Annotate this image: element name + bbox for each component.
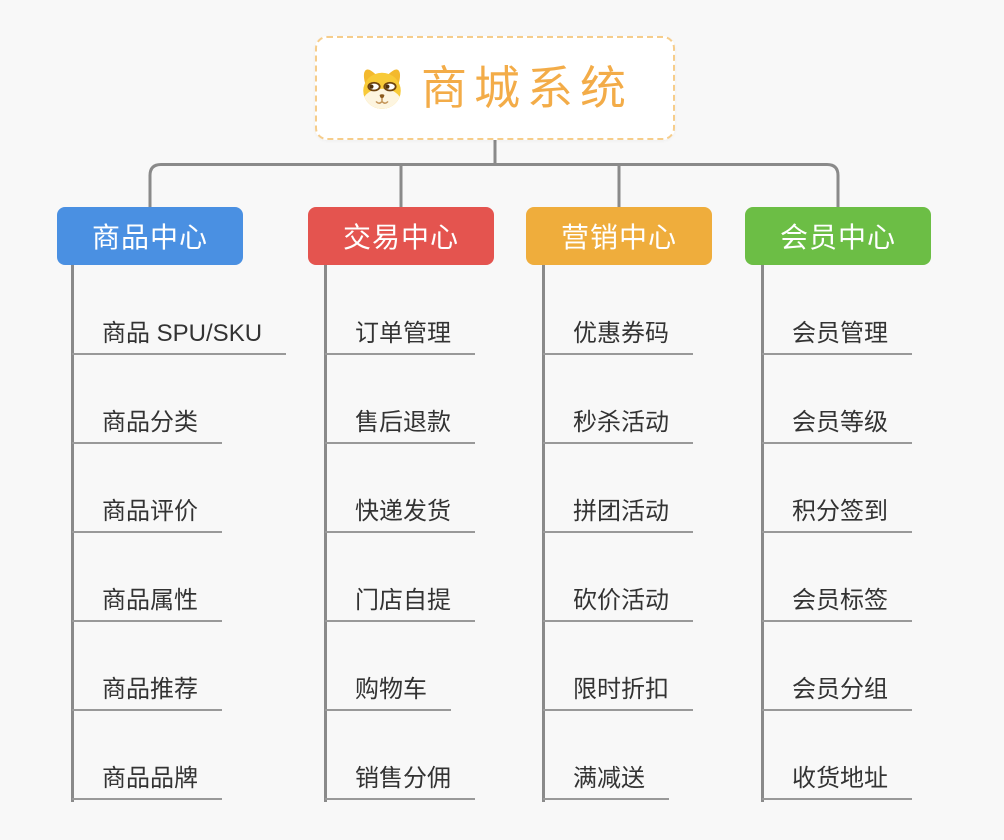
- leaf-node-product-center-2[interactable]: 商品评价: [72, 444, 222, 533]
- branch-node-trade-center[interactable]: 交易中心: [308, 207, 494, 265]
- root-node-mall-system[interactable]: 商城系统: [315, 36, 675, 140]
- branch-spine-line: [71, 265, 74, 802]
- leaf-node-trade-center-5[interactable]: 销售分佣: [325, 711, 475, 800]
- leaf-node-marketing-center-3[interactable]: 砍价活动: [543, 533, 693, 622]
- branch-spine-line: [542, 265, 545, 802]
- leaf-node-member-center-1[interactable]: 会员等级: [762, 355, 912, 444]
- leaf-node-trade-center-4[interactable]: 购物车: [325, 622, 451, 711]
- leaf-node-product-center-1[interactable]: 商品分类: [72, 355, 222, 444]
- leaf-node-member-center-5[interactable]: 收货地址: [762, 711, 912, 800]
- branch-spine-line: [324, 265, 327, 802]
- leaf-node-marketing-center-1[interactable]: 秒杀活动: [543, 355, 693, 444]
- branch-item-list: 优惠券码秒杀活动拼团活动砍价活动限时折扣满减送: [543, 266, 693, 800]
- leaf-node-trade-center-2[interactable]: 快递发货: [325, 444, 475, 533]
- branch-item-list: 会员管理会员等级积分签到会员标签会员分组收货地址: [762, 266, 912, 800]
- leaf-node-product-center-4[interactable]: 商品推荐: [72, 622, 222, 711]
- leaf-node-member-center-2[interactable]: 积分签到: [762, 444, 912, 533]
- leaf-node-marketing-center-5[interactable]: 满减送: [543, 711, 669, 800]
- leaf-node-member-center-0[interactable]: 会员管理: [762, 266, 912, 355]
- branch-node-member-center[interactable]: 会员中心: [745, 207, 931, 265]
- leaf-node-product-center-0[interactable]: 商品 SPU/SKU: [72, 266, 287, 355]
- leaf-node-member-center-3[interactable]: 会员标签: [762, 533, 912, 622]
- branch-item-list: 订单管理售后退款快递发货门店自提购物车销售分佣: [325, 266, 475, 800]
- leaf-node-marketing-center-4[interactable]: 限时折扣: [543, 622, 693, 711]
- leaf-node-marketing-center-2[interactable]: 拼团活动: [543, 444, 693, 533]
- branch-node-marketing-center[interactable]: 营销中心: [526, 207, 712, 265]
- leaf-node-trade-center-3[interactable]: 门店自提: [325, 533, 475, 622]
- leaf-node-trade-center-0[interactable]: 订单管理: [325, 266, 475, 355]
- root-node-title: 商城系统: [421, 62, 633, 114]
- leaf-node-product-center-5[interactable]: 商品品牌: [72, 711, 222, 800]
- leaf-node-trade-center-1[interactable]: 售后退款: [325, 355, 475, 444]
- branch-node-product-center[interactable]: 商品中心: [57, 207, 243, 265]
- shiba-dog-icon: [357, 64, 407, 112]
- branch-spine-line: [761, 265, 764, 802]
- leaf-node-member-center-4[interactable]: 会员分组: [762, 622, 912, 711]
- leaf-node-product-center-3[interactable]: 商品属性: [72, 533, 222, 622]
- leaf-node-marketing-center-0[interactable]: 优惠券码: [543, 266, 693, 355]
